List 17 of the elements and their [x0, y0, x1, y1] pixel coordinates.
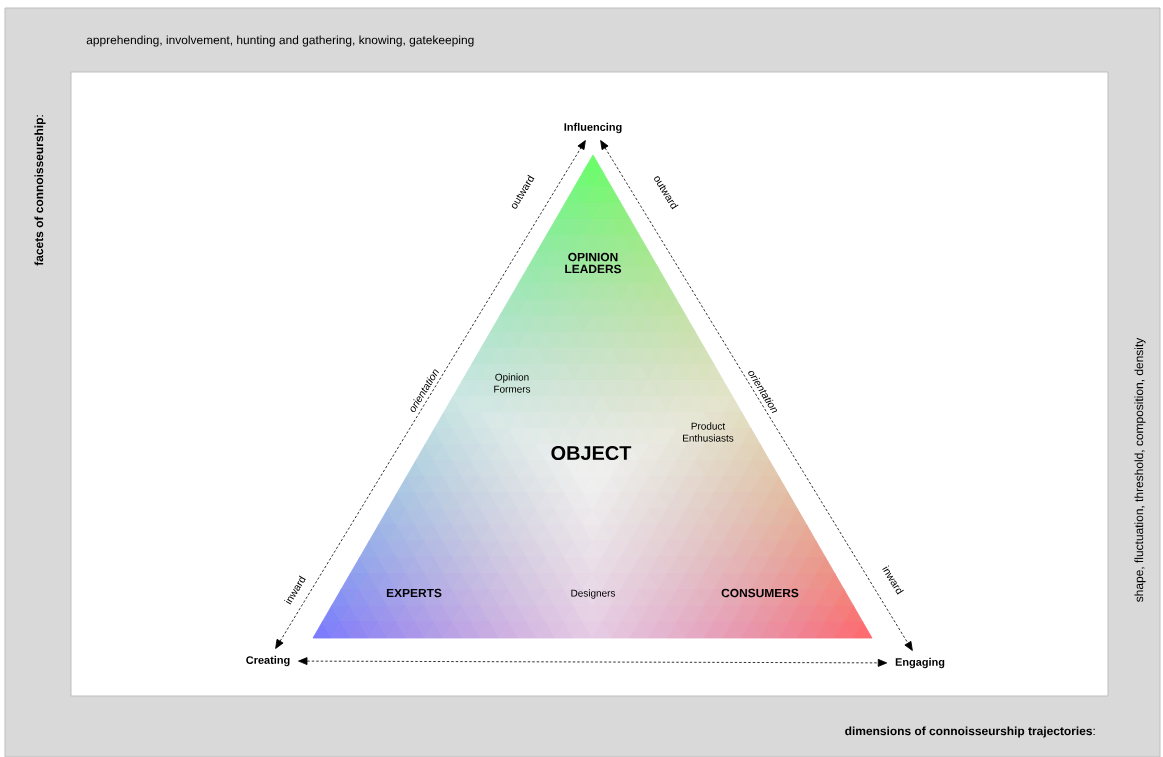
segment-label: Designers	[571, 589, 616, 599]
axis-title: facets of connoisseurship:	[34, 115, 46, 266]
axis-title: dimensions of connoisseurship trajectories:	[845, 726, 1095, 738]
heading-text: apprehending, involvement, hunting and gathering, knowing, gatekeeping	[86, 35, 474, 47]
axis-title: shape, fluctuation, threshold, composition, density	[1134, 337, 1146, 602]
dashed-arrow	[298, 657, 888, 667]
segment-label: CONSUMERS	[721, 588, 799, 598]
corner-label: Engaging	[895, 657, 945, 669]
segment-label: EXPERTS	[386, 588, 442, 598]
dashed-arrow	[600, 140, 913, 651]
center-label: OBJECT	[551, 445, 632, 461]
segment-label: Product Enthusiasts	[683, 422, 734, 442]
corner-label: Creating	[246, 655, 290, 667]
corner-label: Influencing	[564, 122, 622, 134]
segment-label: Opinion Formers	[494, 373, 531, 393]
segment-label: OPINION LEADERS	[565, 252, 622, 274]
dashed-arrow	[275, 140, 586, 649]
